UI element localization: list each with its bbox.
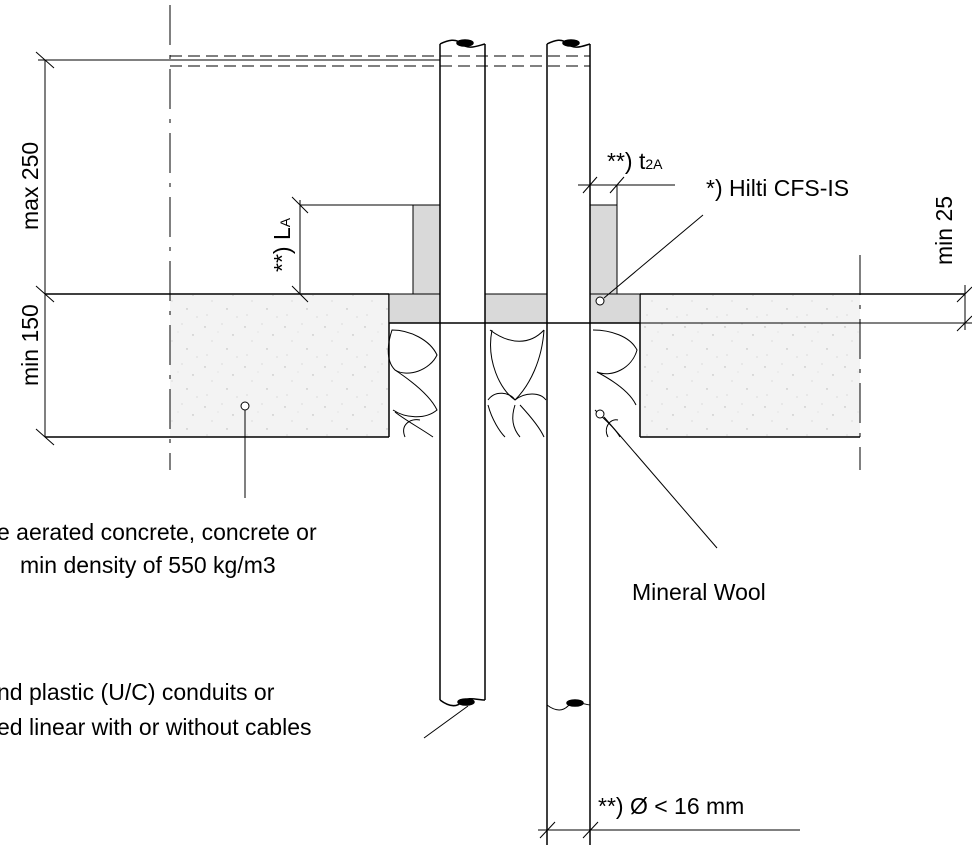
diameter-label: **) Ø < 16 mm xyxy=(598,793,744,819)
min-thickness-label: min 150 xyxy=(17,304,43,386)
dimension-sleeve-thickness xyxy=(578,176,675,205)
mineral-wool-label: Mineral Wool xyxy=(632,579,766,605)
base-material-label-line2: min density of 550 kg/m3 xyxy=(20,552,276,578)
dimension-min-depth xyxy=(640,285,972,332)
concrete-slab xyxy=(45,293,965,498)
conduit-leader xyxy=(423,705,469,739)
min-depth-label: min 25 xyxy=(931,196,957,265)
sleeve-length-label: **) LA xyxy=(269,217,295,272)
conduit-label-line2: ed linear with or without cables xyxy=(0,714,312,740)
dimension-sleeve-length xyxy=(291,196,413,303)
conduit-right xyxy=(546,39,591,845)
max-height-label: max 250 xyxy=(17,142,43,230)
dimension-max-height xyxy=(35,51,440,303)
mineral-wool-leader-dot xyxy=(595,409,605,419)
sealant-label: *) Hilti CFS-IS xyxy=(706,175,849,201)
slab-leader-dot xyxy=(240,401,250,411)
mineral-wool xyxy=(387,322,718,549)
dimension-min-thickness xyxy=(35,294,55,446)
base-material-label-line1: e aerated concrete, concrete or xyxy=(0,519,317,545)
dimension-diameter xyxy=(538,821,800,839)
conduit-left xyxy=(439,39,486,707)
conduit-label-line1: nd plastic (U/C) conduits or xyxy=(0,679,275,705)
sealant-leader-dot xyxy=(595,296,605,306)
upper-reference-lines xyxy=(170,55,590,67)
sleeve-thickness-label: **) t2A xyxy=(607,148,663,174)
center-lines xyxy=(169,5,861,470)
